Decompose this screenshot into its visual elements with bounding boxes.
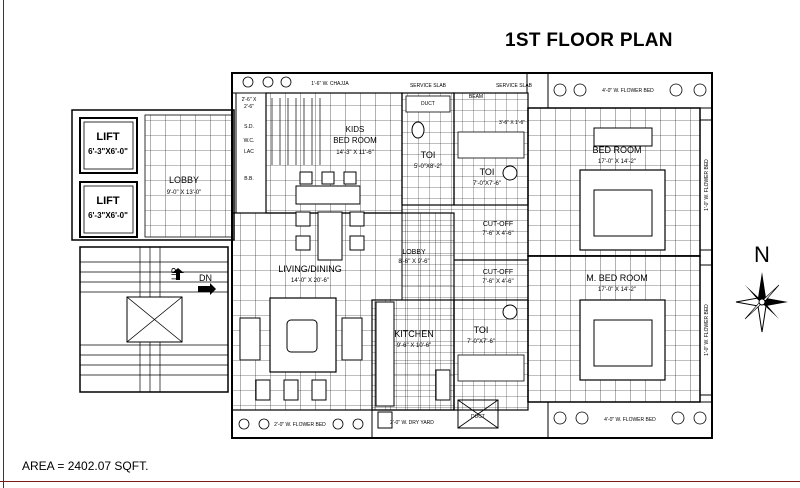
lac-label: LAC bbox=[244, 149, 254, 155]
flower-bed-side-2-label: 1'-0" W. FLOWER BED bbox=[704, 304, 710, 356]
toi1-label: TOI bbox=[421, 150, 436, 160]
service-slab-1-label: SERVICE SLAB bbox=[410, 83, 447, 89]
living-label: LIVING/DINING bbox=[278, 264, 342, 274]
duct-top-label: DUCT bbox=[421, 101, 435, 107]
wc-label: W.C. bbox=[244, 138, 255, 144]
living-dim: 14'-0" X 20'-6" bbox=[291, 278, 329, 284]
area-label: AREA = 2402.07 SQFT. bbox=[22, 459, 149, 473]
bedroom-dim: 17'-0" X 14'-2" bbox=[598, 159, 636, 165]
lift2-dim: 6'-3"X6'-0" bbox=[88, 211, 128, 220]
bb-label: B.B. bbox=[244, 176, 253, 182]
lobby-dim: 9'-0" X 13'-0" bbox=[167, 190, 202, 196]
toi2-dim: 7'-0"X7'-6" bbox=[473, 181, 501, 187]
dim-36-label: 3'-6" X 1'-6" bbox=[499, 120, 525, 126]
flower-bed-bottom-left-label: 2'-0" W. FLOWER BED bbox=[274, 422, 326, 428]
lift1-label: LIFT bbox=[96, 131, 119, 143]
plant-icons bbox=[238, 76, 707, 430]
toi2-label: TOI bbox=[480, 167, 495, 177]
master-bedroom-dim: 17'-0" X 14'-2" bbox=[598, 287, 636, 293]
cutoff1-dim: 7'-6" X 4'-6" bbox=[482, 231, 513, 237]
flower-bed-top-label: 4'-0" W. FLOWER BED bbox=[602, 88, 654, 94]
dn-label: DN bbox=[199, 273, 212, 283]
down-arrow-icon bbox=[198, 283, 216, 295]
lift2-label: LIFT bbox=[96, 195, 119, 207]
toi1-dim: 5'-0"X8'-2" bbox=[414, 164, 442, 170]
lobby-label: LOBBY bbox=[169, 175, 199, 185]
dim-26-x-label: 2'-6" X bbox=[242, 97, 257, 103]
duct-bottom-label: DUCT bbox=[471, 414, 485, 420]
cutoff2-label: CUT-OFF bbox=[483, 269, 513, 276]
lift1-dim: 6'-3"X6'-0" bbox=[88, 147, 128, 156]
kitchen-label: KITCHEN bbox=[394, 329, 434, 339]
sd-label: S.D. bbox=[244, 124, 254, 130]
dry-yard-label: 2'-0" W. DRY YARD bbox=[390, 420, 434, 426]
north-label: N bbox=[754, 242, 770, 267]
up-arrow-icon bbox=[172, 268, 184, 280]
cutoff2-dim: 7'-6" X 4'-6" bbox=[482, 279, 513, 285]
cutoff1-label: CUT-OFF bbox=[483, 221, 513, 228]
service-slab-2-label: SERVICE SLAB bbox=[496, 83, 533, 89]
sheet-border-bottom bbox=[0, 481, 800, 482]
kids-label-2: BED ROOM bbox=[333, 136, 377, 145]
flower-bed-side-1-label: 1'-0" W. FLOWER BED bbox=[704, 159, 710, 211]
chajja-label: 1'-6" W. CHAJJA bbox=[311, 81, 349, 87]
beam-label: BEAM bbox=[469, 94, 483, 100]
north-arrow-icon: N bbox=[735, 242, 788, 333]
plan-title: 1ST FLOOR PLAN bbox=[505, 30, 673, 51]
core-block bbox=[71, 109, 235, 393]
toi3-dim: 7'-0"X7'-6" bbox=[467, 339, 495, 345]
bedroom-label: BED ROOM bbox=[592, 145, 641, 155]
master-bedroom-label: M. BED ROOM bbox=[586, 273, 648, 283]
sheet-border-left bbox=[3, 0, 4, 488]
toi3-label: TOI bbox=[474, 325, 489, 335]
lobby2-label: LOBBY bbox=[402, 249, 426, 256]
up-label: UP bbox=[170, 267, 180, 280]
dim-26-label: 2'-6" bbox=[244, 104, 254, 110]
kids-label: KIDS bbox=[346, 125, 365, 134]
kids-dim: 14'-3" X 11'-6" bbox=[336, 150, 373, 156]
flower-bed-bottom-right-label: 4'-0" W. FLOWER BED bbox=[604, 417, 656, 423]
kitchen-dim: 9'-6" X 10'-6" bbox=[397, 343, 432, 349]
lobby2-dim: 8'-6" X 9'-6" bbox=[398, 259, 429, 265]
